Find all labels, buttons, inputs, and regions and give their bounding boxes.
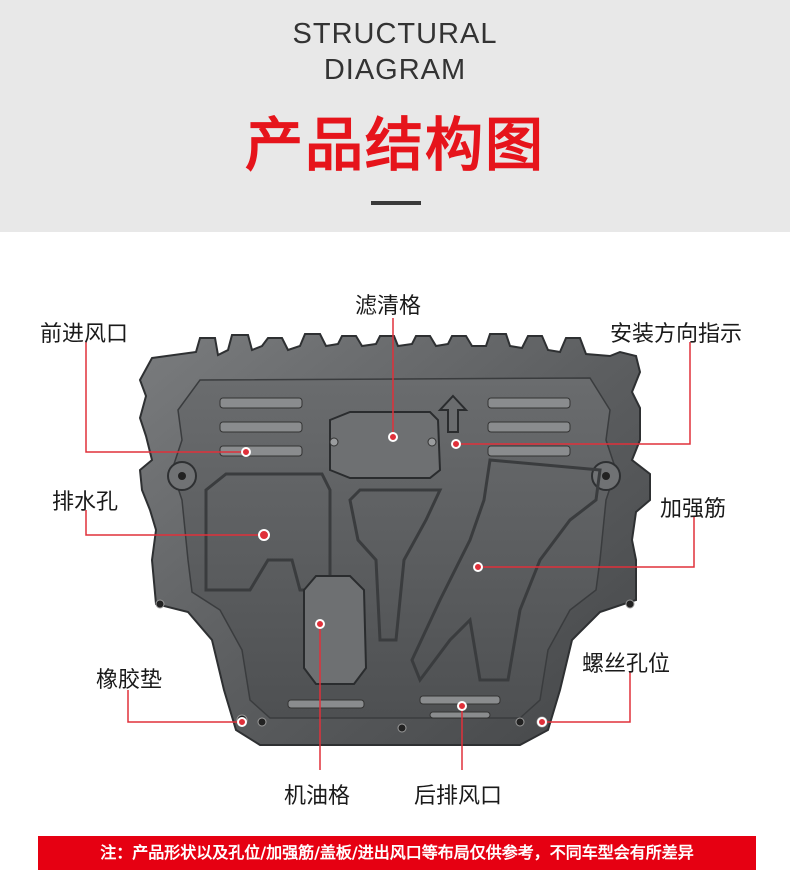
screw-hole-4 (515, 717, 525, 727)
leader-reinforcing-rib (478, 516, 695, 568)
leader-direction (456, 342, 691, 445)
front-vent-slot-3 (219, 445, 303, 457)
right-vent-slot-1 (487, 397, 571, 409)
screw-hole-7 (625, 599, 635, 609)
dot-direction (451, 439, 461, 449)
dot-front-inlet (241, 447, 251, 457)
callout-dots (237, 432, 547, 727)
drain-boss-left-hole (178, 472, 186, 480)
leader-rubber-pad (127, 690, 242, 723)
title-en-line2: DIAGRAM (323, 54, 467, 86)
header-band: STRUCTURAL DIAGRAM 产品结构图 (0, 0, 790, 232)
label-screw-hole: 螺丝孔位 (582, 652, 671, 677)
disclaimer-note: 注：产品形状以及孔位/加强筋/盖板/进出风口等布局仅供参考，不同车型会有所差异 (38, 836, 756, 870)
label-rubber-pad: 橡胶垫 (96, 668, 163, 693)
center-rib (348, 488, 443, 642)
leader-lines (85, 318, 695, 770)
filter-cover (329, 411, 442, 479)
drain-boss-right-hole (602, 472, 610, 480)
dot-rear-outlet (457, 701, 467, 711)
header-divider (371, 201, 421, 205)
rear-vent-right-2 (429, 711, 491, 719)
dot-rubber-pad (237, 717, 247, 727)
leader-drain-hole (85, 510, 264, 536)
leader-screw-hole (542, 672, 631, 723)
left-raised-panel (204, 472, 332, 592)
dot-reinforcing-rib (473, 562, 483, 572)
reinforcing-rib-shape (410, 458, 602, 684)
leader-front-inlet (85, 342, 246, 453)
title-cn: 产品结构图 (244, 111, 545, 179)
direction-arrow-icon (437, 394, 469, 433)
filter-cover-bolt-1 (329, 437, 339, 447)
label-reinforcing-rib: 加强筋 (660, 497, 727, 522)
rear-vent-left (287, 699, 365, 709)
label-drain-hole: 排水孔 (52, 490, 119, 515)
label-install-direction: 安装方向指示 (610, 322, 743, 347)
label-filter-grid: 滤清格 (355, 294, 422, 319)
skid-plate-diagram (85, 318, 695, 770)
label-front-air-inlet: 前进风口 (40, 322, 129, 347)
right-vent-slot-3 (487, 445, 571, 457)
title-en-line1: STRUCTURAL (292, 18, 498, 50)
dot-filter-grid (388, 432, 398, 442)
screw-hole-6 (155, 599, 165, 609)
label-oil-grid: 机油格 (284, 784, 351, 809)
dot-screw-hole (537, 717, 547, 727)
front-vent-slot-2 (219, 421, 303, 433)
screw-hole-3 (397, 723, 407, 733)
label-rear-air-outlet: 后排风口 (414, 784, 503, 809)
front-vent-slot-1 (219, 397, 303, 409)
dot-oil-grid (315, 619, 325, 629)
screw-hole-2 (257, 717, 267, 727)
oil-cover (303, 575, 368, 685)
dot-drain-hole (258, 529, 270, 541)
filter-cover-bolt-2 (427, 437, 437, 447)
right-vent-slot-2 (487, 421, 571, 433)
